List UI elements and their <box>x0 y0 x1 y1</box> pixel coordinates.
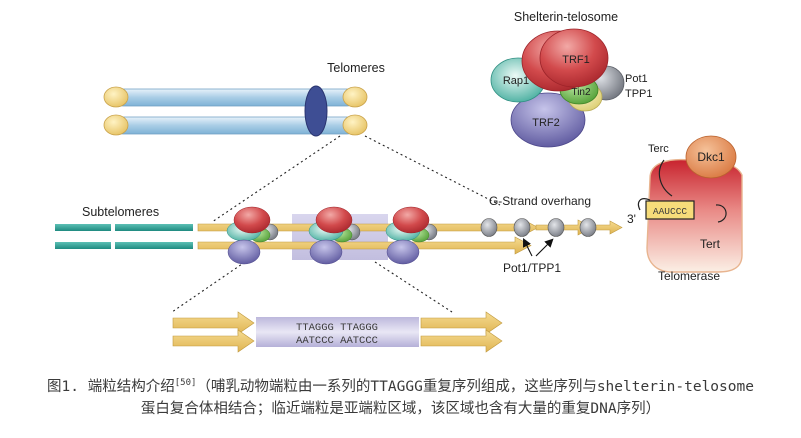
aauccc-label: AAUCCC <box>653 206 688 217</box>
telomerase-complex <box>637 135 743 273</box>
g-strand-overhang-label: G-Strand overhang <box>489 194 591 208</box>
zoom-lines <box>171 135 501 313</box>
sequence-top: TTAGGG TTAGGG <box>296 322 378 334</box>
rap1-label: Rap1 <box>503 75 529 87</box>
pot1-label: Pot1 <box>625 73 648 85</box>
trf2-label: TRF2 <box>532 117 560 129</box>
shelterin-telosome-complex <box>490 28 625 148</box>
tpp1-label: TPP1 <box>625 88 653 100</box>
pot1-tpp1-label: Pot1/TPP1 <box>503 261 561 275</box>
telomeres-label: Telomeres <box>327 61 385 75</box>
bound-complex <box>226 206 279 265</box>
pot1-tpp1-pointer <box>535 238 554 257</box>
centromere <box>304 85 328 137</box>
chromosome <box>103 85 368 137</box>
caption-reference: [50] <box>174 378 197 389</box>
trf2-protein <box>510 92 586 148</box>
aauccc-template <box>645 200 695 220</box>
telomere-cap <box>342 86 368 108</box>
trf1-label: TRF1 <box>562 54 590 66</box>
terc-rna <box>637 159 727 223</box>
subtelomere-dna <box>55 224 193 249</box>
telomere-cap <box>342 114 368 136</box>
terc-label: Terc <box>648 143 669 155</box>
bound-complex <box>308 206 361 265</box>
tin2-label: Tin2 <box>571 87 591 98</box>
bound-complex <box>385 206 438 265</box>
pot1-tpp1-beads <box>480 218 597 237</box>
sequence-bottom: AATCCC AATCCC <box>296 335 378 347</box>
shelterin-telosome-label: Shelterin-telosome <box>514 10 618 24</box>
three-prime-label: 3' <box>627 212 636 226</box>
caption-text: （哺乳动物端粒由一系列的TTAGGG重复序列组成，这些序列与shelterin-… <box>196 379 754 395</box>
telomerase-label: Telomerase <box>658 269 720 283</box>
trf1-protein <box>539 28 609 88</box>
tert-label: Tert <box>700 237 721 251</box>
telomere-cap <box>103 86 129 108</box>
caption-line-1: 图1. 端粒结构介绍[50]（哺乳动物端粒由一系列的TTAGGG重复序列组成，这… <box>0 376 801 398</box>
caption-title: 图1. 端粒结构介绍 <box>47 379 175 395</box>
dkc1-protein <box>685 135 737 179</box>
sequence-detail <box>172 311 503 353</box>
subtelomeres-label: Subtelomeres <box>82 205 159 219</box>
telomere-structure-diagram: Telomeres Shelterin-telosome TRF1 Rap1 T… <box>55 10 743 353</box>
figure-caption: 图1. 端粒结构介绍[50]（哺乳动物端粒由一系列的TTAGGG重复序列组成，这… <box>0 376 801 438</box>
pot1-tpp1-pointer <box>523 238 533 257</box>
dkc1-label: Dkc1 <box>697 150 725 164</box>
caption-line-2: 蛋白复合体相结合；临近端粒是亚端粒区域，该区域也含有大量的重复DNA序列） <box>140 401 661 417</box>
telomere-cap <box>103 114 129 136</box>
